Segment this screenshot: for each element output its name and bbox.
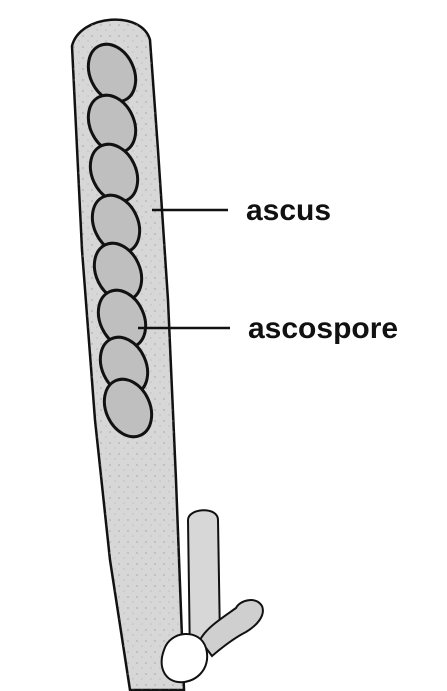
basal-cell: [162, 634, 207, 682]
ascus-label: ascus: [246, 194, 331, 227]
ascospore-label: ascospore: [248, 312, 398, 345]
